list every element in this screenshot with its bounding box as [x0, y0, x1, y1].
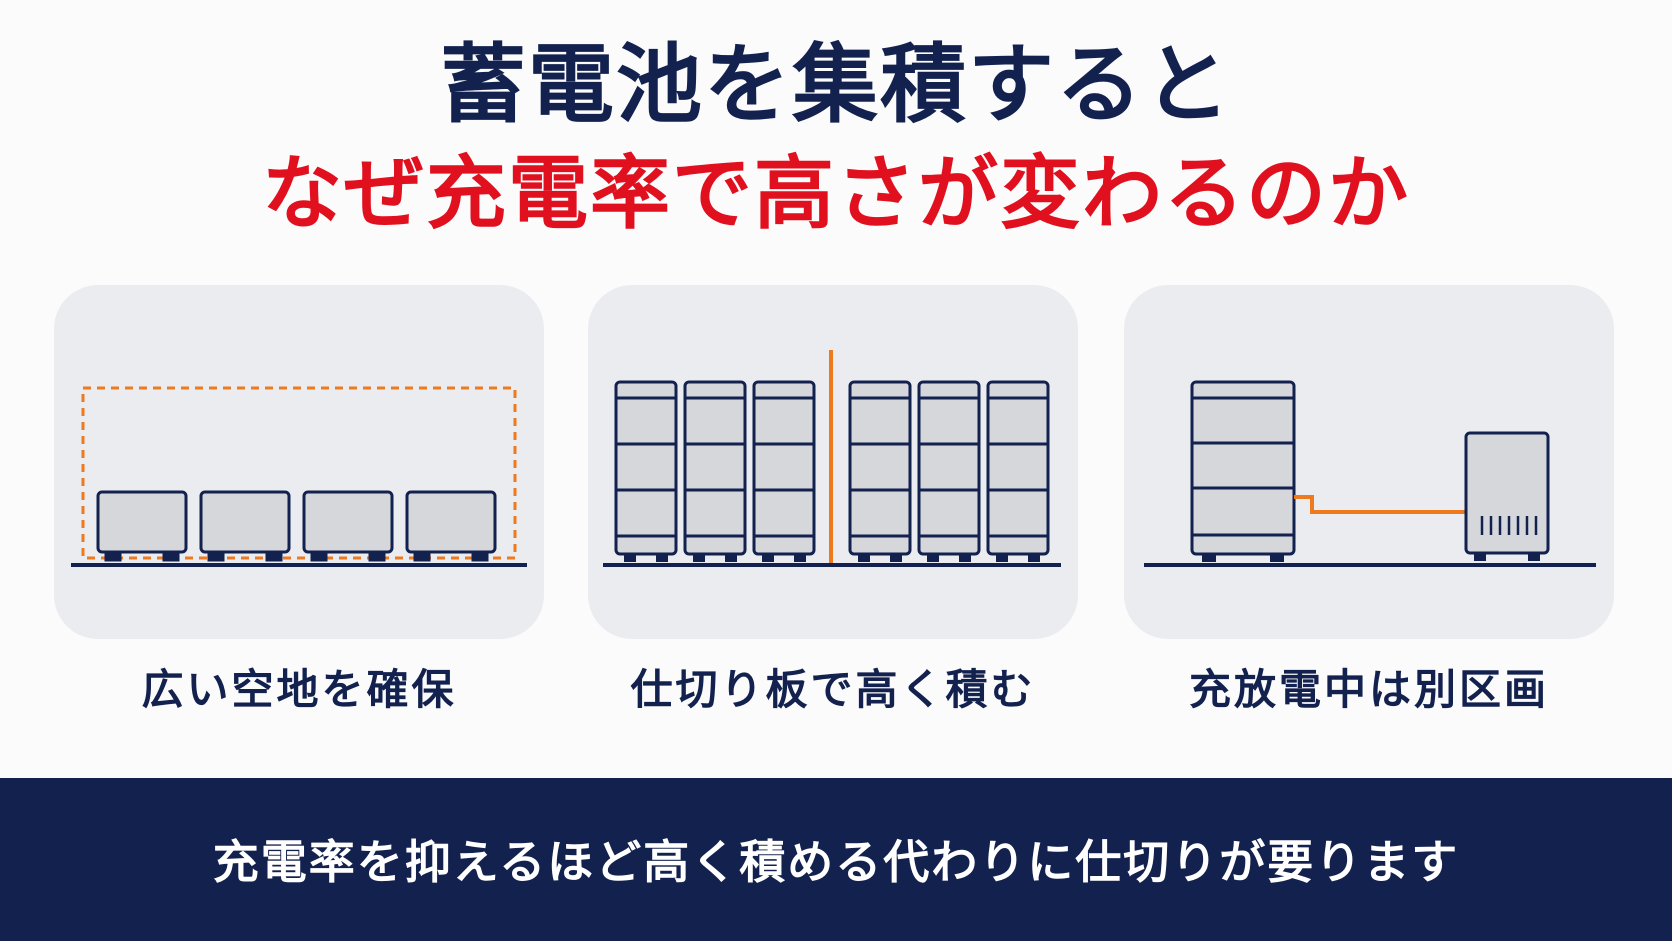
- battery-rack: [1190, 380, 1296, 562]
- charger-unit: [1464, 431, 1550, 561]
- battery-rack: [752, 380, 816, 564]
- panel-partition: [588, 285, 1078, 639]
- title-line-1: 蓄電池を集積すると: [440, 35, 1232, 135]
- low-battery: [96, 490, 188, 562]
- wide-space-illustration: [71, 386, 527, 567]
- low-battery: [199, 490, 291, 562]
- panel-wide-space: [54, 285, 544, 639]
- clearance-boundary: [81, 386, 517, 560]
- battery-rack: [986, 380, 1050, 564]
- footer-band: 充電率を抑えるほど高く積める代わりに仕切りが要ります: [0, 778, 1672, 941]
- battery-rack: [917, 380, 981, 564]
- separate-area-illustration: [1144, 380, 1596, 567]
- low-battery: [405, 490, 497, 562]
- battery-rack: [683, 380, 747, 564]
- panel-separate-area: [1124, 285, 1614, 639]
- caption-partition: 仕切り板で高く積む: [630, 665, 1036, 714]
- battery-rack: [614, 380, 678, 564]
- caption-separate-area: 充放電中は別区画: [1188, 665, 1549, 714]
- caption-wide-space: 広い空地を確保: [141, 665, 457, 714]
- partition-illustration: [603, 350, 1061, 567]
- title-line-2: なぜ充電率で高さが変わるのか: [262, 147, 1410, 240]
- battery-rack: [848, 380, 912, 564]
- low-battery: [302, 490, 394, 562]
- footer-text: 充電率を抑えるほど高く積める代わりに仕切りが要ります: [212, 835, 1460, 889]
- charging-cable: [1294, 495, 1466, 514]
